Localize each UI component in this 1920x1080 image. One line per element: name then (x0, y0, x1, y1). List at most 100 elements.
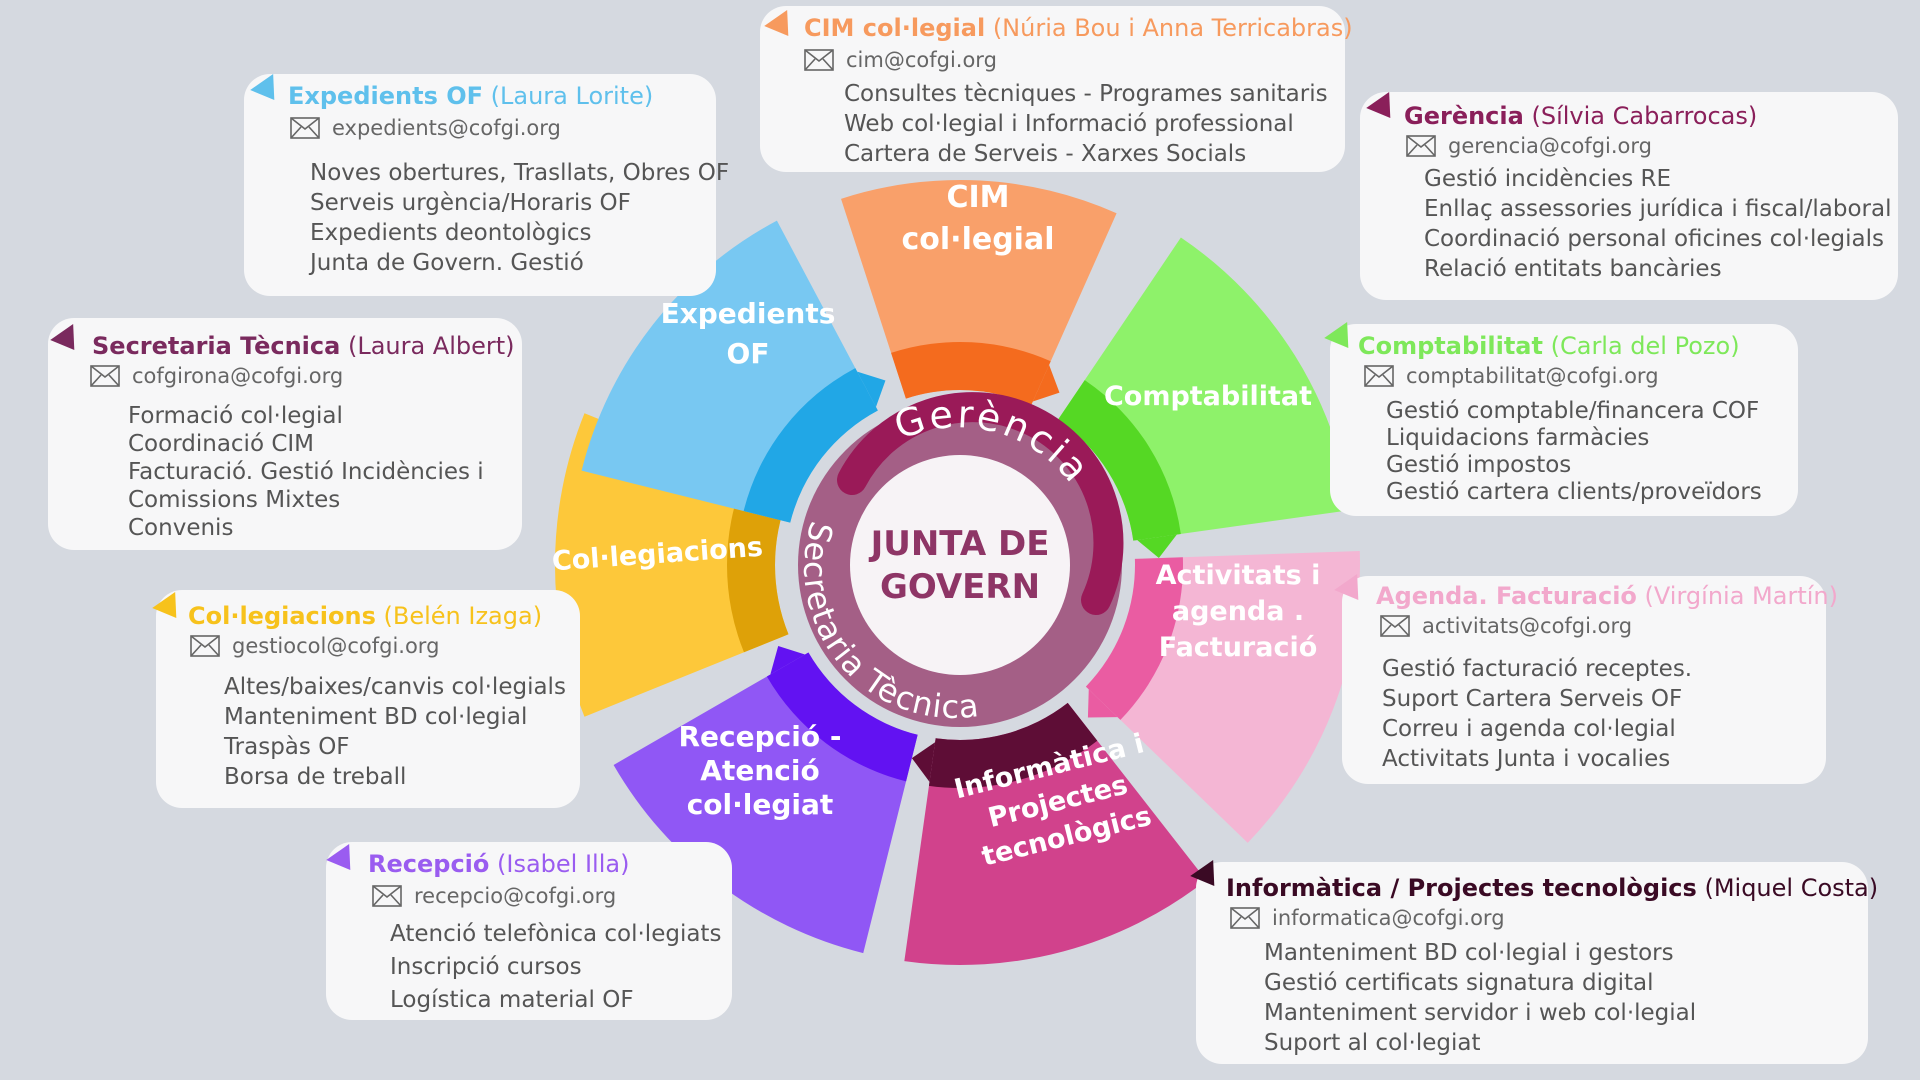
segment-inner-band (928, 702, 1098, 788)
flag-icon (764, 9, 800, 45)
segment-label: Expedients (661, 297, 836, 330)
list-item: Coordinació personal oficines col·legial… (1424, 226, 1884, 252)
card-dept: Secretaria Tècnica (92, 332, 341, 360)
center-title-line2: GOVERN (880, 567, 1040, 607)
card-email-row: activitats@cofgi.org (1380, 614, 1632, 638)
card-expedients: Expedients OF (Laura Lorite) expedients@… (244, 73, 729, 296)
list-item: Noves obertures, Trasllats, Obres OF (310, 160, 730, 186)
card-email[interactable]: informatica@cofgi.org (1272, 906, 1505, 930)
segment-label: OF (727, 337, 770, 370)
list-item: Activitats Junta i vocalies (1382, 746, 1671, 772)
segment-inner-band (891, 342, 1051, 406)
card-items: Formació col·legial Coordinació CIM Fact… (128, 402, 484, 542)
segment-label: agenda . (1172, 596, 1304, 627)
list-item: Gestió comptable/financera COF (1386, 398, 1760, 424)
card-email-row: recepcio@cofgi.org (372, 884, 616, 908)
card-items: Gestió incidències RE Enllaç assessories… (1424, 164, 1891, 284)
card-email[interactable]: cim@cofgi.org (846, 48, 997, 72)
card-recepcio: Recepció (Isabel Illa) recepcio@cofgi.or… (326, 842, 732, 1020)
card-activitats: Agenda. Facturació (Virgínia Martín) act… (1334, 573, 1838, 784)
card-email-row: comptabilitat@cofgi.org (1364, 364, 1659, 388)
card-email-row: cofgirona@cofgi.org (90, 364, 343, 388)
list-item: Manteniment BD col·legial (224, 704, 528, 730)
card-dept: CIM col·legial (804, 14, 986, 42)
card-dept: Informàtica / Projectes tecnològics (1226, 874, 1697, 902)
card-email[interactable]: gestiocol@cofgi.org (232, 634, 440, 658)
center-inner-disc (850, 455, 1070, 675)
envelope-icon (90, 365, 120, 387)
list-item: Manteniment servidor i web col·legial (1264, 1000, 1697, 1026)
envelope-icon (372, 885, 402, 907)
card-heading: CIM col·legial (Núria Bou i Anna Terrica… (804, 14, 1353, 42)
card-heading: Comptabilitat (Carla del Pozo) (1358, 332, 1740, 360)
card-heading: Gerència (Sílvia Cabarrocas) (1404, 102, 1757, 130)
card-dept: Comptabilitat (1358, 332, 1543, 360)
envelope-icon (1380, 615, 1410, 637)
segment-label: Atenció (700, 754, 819, 787)
card-dept: Expedients OF (288, 82, 484, 110)
segment-comptabilitat: Comptabilitat (1057, 237, 1352, 559)
list-item: Web col·legial i Informació professional (844, 111, 1294, 137)
flag-icon (1366, 91, 1402, 127)
card-email[interactable]: cofgirona@cofgi.org (132, 364, 344, 388)
flag-icon (250, 73, 286, 109)
card-email-row: gestiocol@cofgi.org (190, 634, 439, 658)
card-dept: Col·legiacions (188, 602, 376, 630)
card-email[interactable]: comptabilitat@cofgi.org (1406, 364, 1659, 388)
card-email[interactable]: activitats@cofgi.org (1422, 614, 1633, 638)
card-heading: Col·legiacions (Belén Izaga) (188, 602, 542, 630)
card-email[interactable]: expedients@cofgi.org (332, 116, 561, 140)
envelope-icon (1406, 135, 1436, 157)
list-item: Manteniment BD col·legial i gestors (1264, 940, 1674, 966)
segment-label: Facturació (1159, 632, 1318, 663)
list-item: Atenció telefònica col·legiats (390, 921, 722, 947)
card-heading: Expedients OF (Laura Lorite) (288, 82, 653, 110)
list-item: Formació col·legial (128, 403, 343, 429)
card-items: Gestió facturació receptes. Suport Carte… (1382, 654, 1692, 774)
card-heading: Agenda. Facturació (Virgínia Martín) (1376, 582, 1838, 610)
card-person: (Isabel Illa) (497, 850, 630, 878)
list-item: Inscripció cursos (390, 954, 582, 980)
segment-inner-band (1085, 557, 1183, 720)
card-colegiacions: Col·legiacions (Belén Izaga) gestiocol@c… (152, 590, 580, 808)
list-item: Logística material OF (390, 987, 634, 1013)
card-email[interactable]: gerencia@cofgi.org (1448, 134, 1652, 158)
card-person: (Virgínia Martín) (1644, 582, 1838, 610)
center-title-line1: JUNTA DE (869, 524, 1050, 564)
segment-arrow (1032, 364, 1060, 402)
list-item: Correu i agenda col·legial (1382, 716, 1676, 742)
list-item: Traspàs OF (224, 734, 350, 760)
card-person: (Carla del Pozo) (1550, 332, 1740, 360)
segment-inner-band (766, 652, 918, 782)
envelope-icon (190, 635, 220, 657)
card-dept: Recepció (368, 850, 490, 878)
card-email-row: expedients@cofgi.org (290, 116, 561, 140)
list-item: Altes/baixes/canvis col·legials (224, 674, 566, 700)
gerencia-ring-band (837, 392, 1124, 615)
card-heading: Secretaria Tècnica (Laura Albert) (92, 332, 515, 360)
card-email[interactable]: recepcio@cofgi.org (414, 884, 617, 908)
segment-inner-band (1057, 380, 1181, 541)
card-items: Consultes tècniques - Programes sanitari… (844, 79, 1328, 169)
card-email-row: informatica@cofgi.org (1230, 906, 1505, 930)
card-person: (Miquel Costa) (1704, 874, 1879, 902)
card-informatica: Informàtica / Projectes tecnològics (Miq… (1190, 859, 1878, 1064)
envelope-icon (804, 49, 834, 71)
segment-label: CIM (946, 180, 1009, 215)
flag-icon (50, 323, 86, 359)
card-heading: Recepció (Isabel Illa) (368, 850, 629, 878)
list-item: Gestió incidències RE (1424, 166, 1672, 192)
envelope-icon (1230, 907, 1260, 929)
segment-arrow (1137, 534, 1177, 559)
list-item: Borsa de treball (224, 764, 407, 790)
list-item: Convenis (128, 515, 234, 541)
card-cim: CIM col·legial (Núria Bou i Anna Terrica… (760, 6, 1353, 172)
envelope-icon (290, 117, 320, 139)
list-item: Suport al col·legiat (1264, 1030, 1481, 1056)
segment-label: Recepció - (679, 720, 842, 753)
